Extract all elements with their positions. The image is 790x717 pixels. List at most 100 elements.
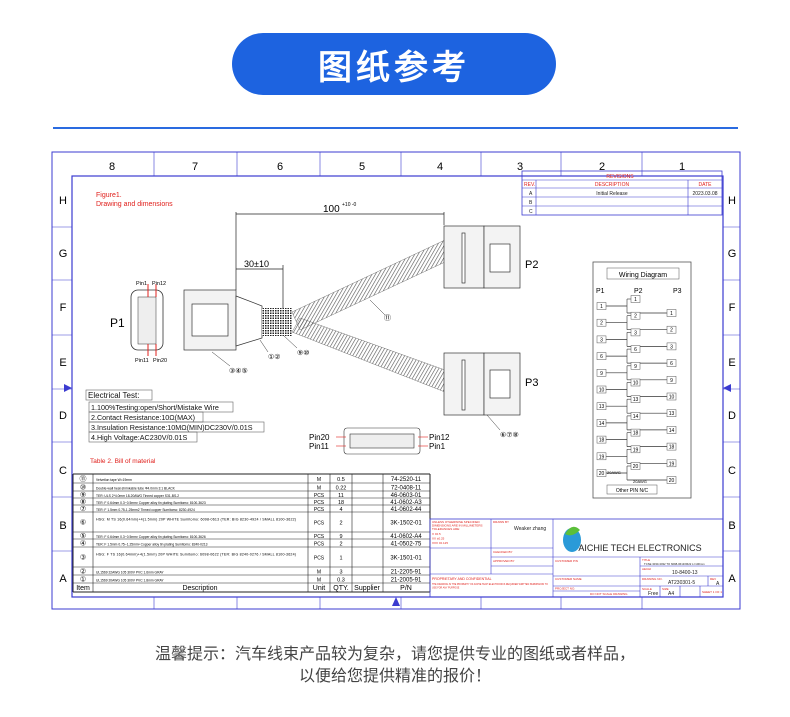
- bom-item: ③: [80, 554, 86, 562]
- bom-unit: PCS: [314, 542, 325, 548]
- bom-unit: M: [317, 570, 321, 576]
- wiring-awg-label: 20AWG: [607, 470, 621, 475]
- bom-unit: M: [317, 486, 321, 492]
- bom-description: HSG: F TS 16(0.64mm)+4(1.5mm) 20P WHITE …: [96, 553, 296, 557]
- aechi-value: 10-8400-13: [672, 570, 698, 576]
- rev-a-date: 2023.03.08: [692, 191, 717, 197]
- bom-item: ⑥: [80, 519, 86, 527]
- grid-row-label-left: G: [59, 248, 68, 260]
- wiring-p3-pin: 19: [669, 461, 675, 467]
- grid-column-label: 6: [277, 161, 283, 173]
- sheet-label: SHEET 1 OF 1: [702, 590, 722, 594]
- bom-description: TER: ULS 2*4.0mm 18-20AWG Tinned copper …: [96, 494, 179, 498]
- date-header: DATE: [699, 182, 713, 188]
- bom-item: ⑨: [80, 491, 86, 499]
- p2-label: P2: [525, 259, 538, 271]
- test-item: 2.Contact Resistance:10Ω(MAX): [91, 413, 195, 422]
- figure-caption: Figure1.: [96, 192, 122, 199]
- title-label: TITLE: [642, 558, 650, 562]
- wiring-p3-pin: 20: [669, 478, 675, 484]
- wiring-p1-pin: 13: [599, 404, 605, 410]
- callout-sleeve: ⑪: [384, 314, 391, 322]
- grid-column-label: 7: [192, 161, 198, 173]
- bom-pn: 41-0602-44: [391, 507, 422, 513]
- tolerance-line: X ±0.5: [432, 532, 441, 536]
- p3-pin11: Pin11: [309, 442, 329, 451]
- bom-pn: 3K-1501-01: [390, 556, 422, 562]
- wiring-p1-pin: 19: [599, 454, 605, 460]
- bom-header: Unit: [313, 585, 326, 592]
- scale-label: SCALE: [642, 587, 652, 591]
- test-item: 3.Insulation Resistance:10MΩ(MIN)DC230V/…: [91, 423, 253, 432]
- section-title: 图纸参考: [318, 47, 470, 88]
- wiring-p1-pin: 14: [599, 421, 605, 427]
- bom-qty: 3: [339, 570, 342, 576]
- drawing-no-value: AT230301-5: [668, 580, 695, 586]
- rev-a: A: [529, 191, 533, 197]
- tolerance-line: XXX ±0.125: [432, 541, 448, 545]
- bom-caption: Table 2. Bill of material: [90, 458, 156, 465]
- wiring-p3-pin: 1: [670, 311, 673, 317]
- wiring-p1-pin: 18: [599, 438, 605, 444]
- bom-item: ①: [80, 576, 86, 584]
- grid-row-label-right: C: [728, 465, 736, 477]
- grid-row-label-left: B: [59, 520, 66, 532]
- grid-row-label-right: D: [728, 410, 736, 422]
- rev-a-desc: Initial Release: [596, 191, 628, 197]
- electrical-test: Electrical Test: 1.100%Testing:open/Shor…: [85, 389, 265, 443]
- wiring-p3-pin: 13: [669, 411, 675, 417]
- wiring-p2-pin: 14: [633, 414, 639, 420]
- section-title-banner: 图纸参考: [232, 33, 556, 95]
- wiring-p3-pin: 3: [670, 344, 673, 350]
- bom-qty: 4: [339, 507, 342, 513]
- grid-row-label-left: A: [59, 573, 67, 585]
- customer-pn-label: CUSTOMER P/N: [555, 559, 578, 563]
- p1-connector-face: [130, 284, 164, 356]
- rev-c: C: [529, 209, 533, 215]
- wiring-p1-pin: 9: [600, 371, 603, 377]
- wiring-p3-pin: 10: [669, 395, 675, 401]
- wiring-p2-pin: 19: [633, 447, 639, 453]
- p3-pin20: Pin20: [309, 433, 330, 442]
- drawing-no-label: DRAWING NO.: [642, 577, 663, 581]
- scale-value: Free: [648, 591, 659, 597]
- bom-unit: M: [317, 578, 321, 584]
- grid-row-label-right: E: [728, 357, 735, 369]
- center-arrow-bottom: [392, 597, 400, 606]
- wiring-note: Other PIN N/C: [616, 488, 649, 494]
- rev-label: REV: [710, 577, 716, 581]
- bom-pn: 41-0602-A3: [390, 500, 422, 506]
- wiring-p1-pin: 1: [600, 304, 603, 310]
- company-name: AICHIE TECH ELECTRONICS: [578, 543, 701, 553]
- tolerance-line: XX ±0.25: [432, 537, 445, 541]
- callout-tape: ⑨⑩: [297, 349, 310, 357]
- approved-by-label: APPROVED BY: [493, 559, 515, 563]
- p1-label: P1: [110, 316, 125, 330]
- wiring-p3-pin: 2: [670, 328, 673, 334]
- p3-connector-face: [336, 427, 428, 455]
- bom-description: UL1569 20AWG 105 300V PVC 1.8mm GRAY: [96, 579, 164, 583]
- no-scale-note: DO NOT SCALE DRAWING: [590, 592, 628, 596]
- cable-branch-p2: [291, 239, 446, 331]
- grid-row-label-left: F: [60, 302, 67, 314]
- bom-description: TER: F 1.5mm 0.75~1.25mm² Copper alloy t…: [96, 543, 208, 547]
- bom-description: TER: F 0.64mm 0.3~0.5mm² Copper alloy ti…: [96, 501, 206, 505]
- bom-unit: PCS: [314, 521, 325, 527]
- bom-pn: 21-2205-91: [391, 570, 422, 576]
- bom-item: ②: [80, 568, 86, 576]
- bom-description: HSG: M TS 16(0.64mm)+4(1.5mm) 20P WHITE …: [96, 518, 296, 522]
- bom-item: ⑧: [80, 498, 86, 506]
- footer-note-line2: 以便给您提供精准的报价！: [298, 666, 491, 685]
- bom-qty: 0.22: [336, 486, 347, 492]
- bom-unit: PCS: [314, 493, 325, 499]
- bom-qty: 9: [339, 534, 342, 540]
- wiring-awg-label: 20AWG: [633, 479, 647, 484]
- bom-qty: 0.3: [337, 578, 345, 584]
- bom-description: Double-wall heat-shrinkable tube Φ4.0mm …: [96, 487, 176, 491]
- grid-row-label-right: B: [728, 520, 735, 532]
